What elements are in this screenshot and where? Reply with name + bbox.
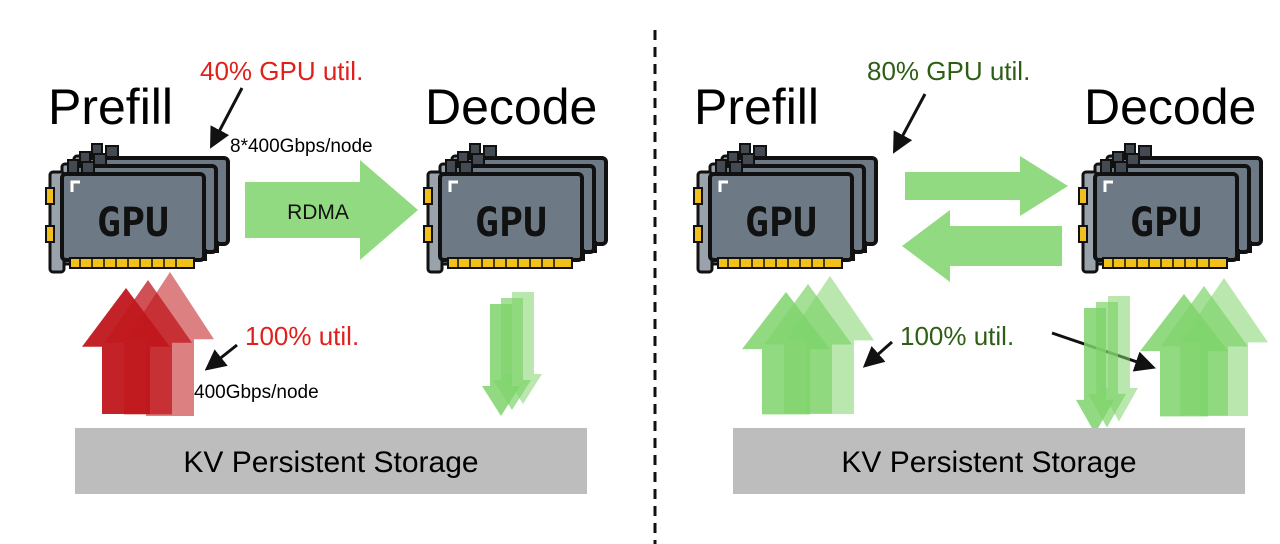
arrow-icon	[862, 340, 893, 368]
left-decode-gpu-icon: GPU	[422, 142, 608, 274]
left-prefill-title: Prefill	[48, 79, 173, 135]
right-kv-storage-box	[733, 428, 1245, 494]
left-decode-gpu-label: GPU	[475, 200, 547, 246]
left-storage-bandwidth-label: 400Gbps/node	[194, 382, 319, 403]
left-storage-write-arrows-icon	[482, 292, 542, 416]
right-transfer-arrow-icon	[905, 156, 1068, 216]
rdma-arrow-icon	[245, 160, 418, 260]
rdma-label: RDMA	[287, 201, 349, 224]
left-panel: 40% GPU util. Prefill Decode 8*400Gbps/n…	[44, 56, 608, 494]
right-decode-read-arrows-icon	[1140, 278, 1268, 417]
right-panel: 80% GPU util. Prefill Decode GPU GPU 100…	[692, 56, 1268, 494]
right-prefill-title: Prefill	[694, 79, 819, 135]
left-prefill-gpu-label: GPU	[97, 200, 169, 246]
arrow-icon	[204, 343, 238, 371]
right-kv-storage-label: KV Persistent Storage	[841, 446, 1136, 479]
left-prefill-gpu-icon: GPU	[44, 142, 230, 274]
arrow-icon	[893, 93, 927, 154]
right-prefill-gpu-icon: GPU	[692, 142, 878, 274]
arrow-icon	[210, 87, 244, 149]
right-decode-gpu-label: GPU	[1130, 200, 1202, 246]
right-decode-write-arrows-icon	[1076, 296, 1138, 434]
left-kv-storage-box	[75, 428, 587, 494]
right-decode-gpu-icon: GPU	[1077, 142, 1263, 274]
right-decode-title: Decode	[1084, 79, 1256, 135]
left-transfer-arrow-icon	[902, 210, 1062, 282]
left-kv-storage-label: KV Persistent Storage	[183, 446, 478, 479]
left-util-prefill-label: 40% GPU util.	[200, 56, 363, 86]
right-prefill-gpu-label: GPU	[745, 200, 817, 246]
right-util-storage-label: 100% util.	[900, 321, 1014, 351]
left-decode-title: Decode	[425, 79, 597, 135]
left-util-storage-label: 100% util.	[245, 321, 359, 351]
left-rdma-bandwidth-label: 8*400Gbps/node	[230, 136, 373, 157]
right-prefill-read-arrows-icon	[742, 276, 874, 415]
right-util-prefill-label: 80% GPU util.	[867, 56, 1030, 86]
